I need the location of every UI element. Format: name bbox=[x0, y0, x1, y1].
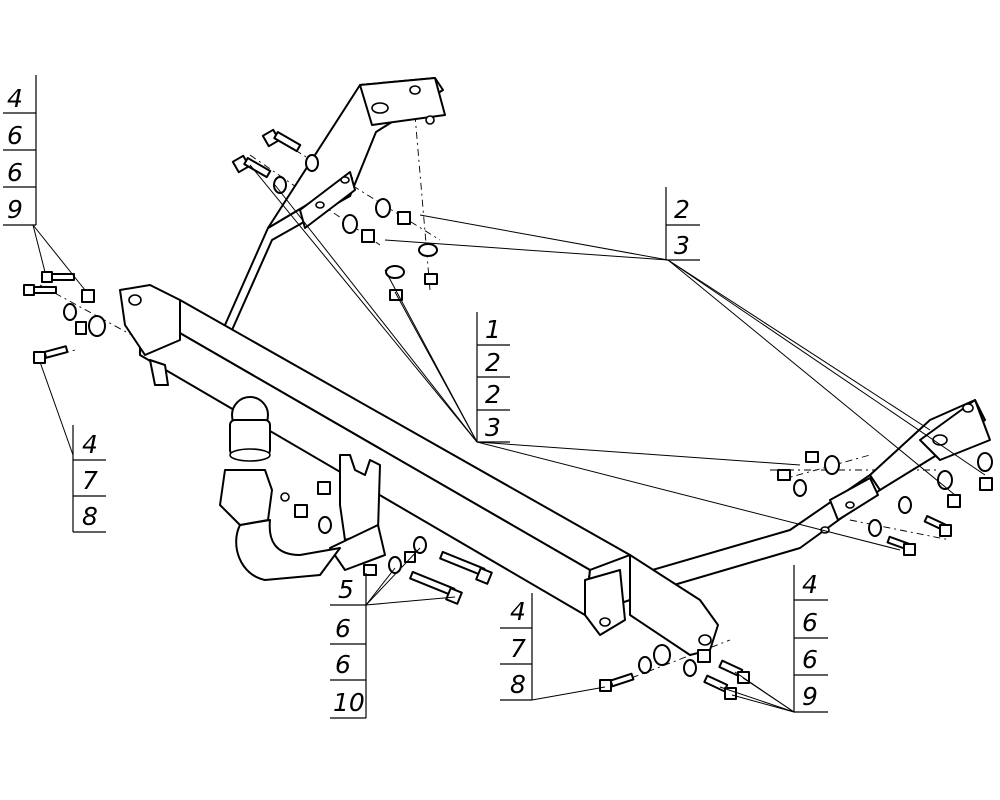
bolt-icon bbox=[41, 271, 75, 283]
mounting-hole bbox=[932, 434, 948, 446]
callout-label: 6 bbox=[335, 614, 351, 643]
mounting-hole bbox=[128, 294, 142, 306]
callout-label: 4 bbox=[802, 570, 818, 599]
mounting-hole bbox=[599, 617, 611, 627]
callout-label: 4 bbox=[7, 84, 23, 113]
washer-icon bbox=[413, 536, 427, 554]
washer-icon bbox=[653, 644, 671, 666]
bolt-icon bbox=[718, 659, 750, 684]
callout-label: 3 bbox=[674, 231, 690, 260]
mounting-hole bbox=[315, 201, 325, 209]
callout-label: 4 bbox=[510, 597, 526, 626]
nut-icon bbox=[317, 481, 331, 495]
nut-icon bbox=[947, 494, 961, 508]
washer-icon bbox=[898, 496, 912, 514]
nut-icon bbox=[979, 477, 993, 491]
callout-label: 2 bbox=[674, 195, 690, 224]
callout-label: 3 bbox=[485, 413, 501, 442]
washer-icon bbox=[868, 519, 882, 537]
nut-icon bbox=[361, 229, 375, 243]
washer-icon bbox=[418, 243, 438, 257]
nut-icon bbox=[75, 321, 87, 335]
nut-icon bbox=[424, 273, 438, 285]
mounting-hole bbox=[409, 85, 421, 95]
bolt-icon bbox=[231, 154, 272, 179]
callout-label: 4 bbox=[82, 430, 98, 459]
callout-label: 6 bbox=[802, 645, 818, 674]
callout-stack-left: 4 7 8 bbox=[72, 425, 106, 533]
callout-stack-bottom-right: 4 6 6 9 bbox=[793, 565, 828, 713]
callout-label: 7 bbox=[510, 634, 526, 663]
bolt-icon bbox=[409, 570, 463, 605]
washer-icon bbox=[793, 479, 807, 497]
callout-label: 2 bbox=[485, 348, 501, 377]
fasteners bbox=[23, 128, 993, 700]
main-cross-beam bbox=[119, 284, 719, 656]
washer-icon bbox=[88, 315, 106, 337]
nut-icon bbox=[363, 564, 377, 576]
washer-icon bbox=[375, 198, 391, 218]
callout-stack-bottom-center: 5 6 6 10 bbox=[330, 573, 367, 719]
callout-stack-top-right: 2 3 bbox=[665, 187, 700, 261]
callout-label: 9 bbox=[7, 195, 23, 224]
washer-icon bbox=[63, 303, 77, 321]
tow-ball-neck bbox=[219, 396, 386, 581]
callout-label: 8 bbox=[510, 670, 526, 699]
mounting-hole bbox=[698, 634, 712, 646]
washer-icon bbox=[638, 656, 652, 674]
mounting-hole bbox=[340, 176, 350, 184]
washer-icon bbox=[824, 455, 840, 475]
bolt-icon bbox=[886, 535, 916, 556]
mounting-hole bbox=[371, 102, 389, 114]
mounting-hole bbox=[425, 115, 435, 125]
callout-label: 9 bbox=[802, 682, 818, 711]
washer-icon bbox=[342, 214, 358, 234]
callout-label: 2 bbox=[485, 380, 501, 409]
callout-label: 6 bbox=[802, 608, 818, 637]
nut-icon bbox=[777, 469, 791, 481]
callout-stack-center: 1 2 2 3 bbox=[476, 312, 510, 443]
bolt-icon bbox=[23, 284, 57, 296]
nut-icon bbox=[81, 289, 95, 303]
mounting-hole bbox=[962, 403, 974, 413]
callout-stack-top-left: 4 6 6 9 bbox=[3, 75, 37, 226]
callout-label: 5 bbox=[338, 575, 354, 604]
callout-label: 6 bbox=[7, 121, 23, 150]
callout-stack-bottom-middle: 4 7 8 bbox=[500, 593, 533, 701]
bolt-icon bbox=[33, 345, 69, 364]
bolt-icon bbox=[599, 672, 635, 692]
nut-icon bbox=[697, 649, 711, 663]
right-side-bracket-arm bbox=[634, 399, 991, 593]
bolt-icon bbox=[439, 550, 493, 585]
nut-icon bbox=[805, 451, 819, 463]
callout-label: 8 bbox=[82, 502, 98, 531]
callout-label: 6 bbox=[7, 158, 23, 187]
left-side-bracket-arm bbox=[199, 77, 446, 331]
washer-icon bbox=[273, 176, 287, 194]
washer-icon bbox=[683, 659, 697, 677]
bolt-icon bbox=[261, 128, 302, 153]
callout-label: 6 bbox=[335, 650, 351, 679]
bolt-icon bbox=[923, 515, 952, 537]
nut-icon bbox=[397, 211, 411, 225]
washer-icon bbox=[305, 154, 319, 172]
washer-icon bbox=[977, 452, 993, 472]
washer-icon bbox=[388, 556, 402, 574]
leader-lines bbox=[32, 164, 986, 713]
callout-label: 1 bbox=[485, 315, 501, 344]
nut-icon bbox=[404, 551, 416, 563]
nut-icon bbox=[294, 504, 308, 518]
mounting-hole bbox=[845, 501, 855, 509]
callout-label: 7 bbox=[82, 466, 98, 495]
callout-label: 10 bbox=[333, 688, 365, 717]
washer-icon bbox=[318, 516, 332, 534]
